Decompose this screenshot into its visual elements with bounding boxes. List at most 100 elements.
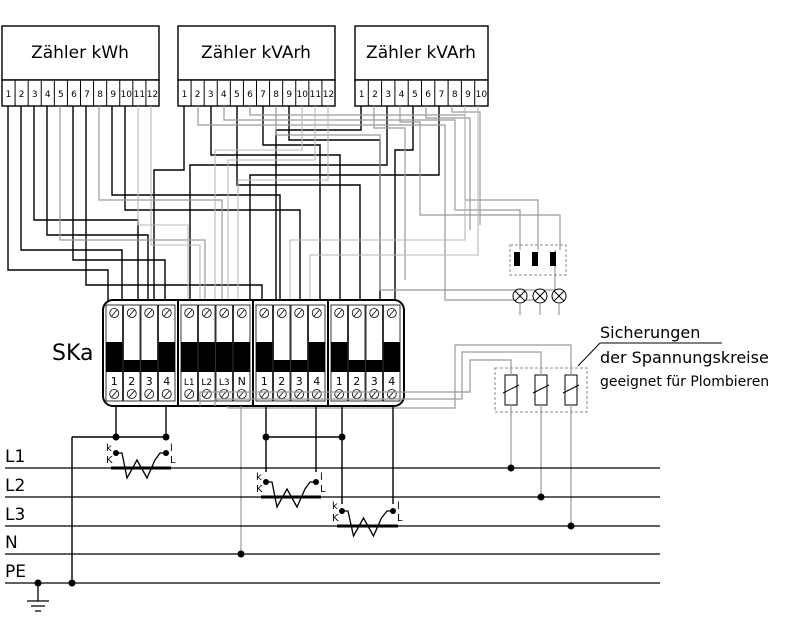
ct-l-bottom: L xyxy=(170,455,176,466)
meter-pin: 10 xyxy=(297,90,309,100)
meter-pin: 5 xyxy=(234,90,240,100)
ska-terminal-label: 4 xyxy=(313,375,320,388)
wiring-meters-to-ska xyxy=(7,106,561,302)
meter-pin: 12 xyxy=(147,90,158,100)
fuse-note-line2: der Spannungskreise xyxy=(600,348,769,367)
meter-pin: 11 xyxy=(310,90,321,100)
ska-terminal-label: 4 xyxy=(388,375,395,388)
bus-l3-label: L3 xyxy=(5,505,25,525)
meter-pin: 10 xyxy=(476,90,488,100)
ska-terminal-label: 2 xyxy=(278,375,285,388)
meter-pin: 6 xyxy=(247,90,253,100)
meter-pin: 7 xyxy=(439,90,445,100)
ct-k-bottom: K xyxy=(256,484,263,495)
meter-pin: 3 xyxy=(32,90,38,100)
ska-terminal-label: 1 xyxy=(261,375,268,388)
bus-l2-label: L2 xyxy=(5,476,25,496)
meter-pin: 6 xyxy=(71,90,77,100)
meter-pin: 4 xyxy=(45,90,51,100)
meter-pin: 9 xyxy=(110,90,116,100)
ska-terminal-label: 2 xyxy=(353,375,360,388)
ska-terminal xyxy=(273,304,291,402)
meter-pin: 2 xyxy=(195,90,201,100)
ska-terminal xyxy=(140,304,158,402)
bus-n-label: N xyxy=(5,533,18,553)
ct-k-top: k xyxy=(256,472,262,483)
meter-pin: 2 xyxy=(372,90,378,100)
ska-label: SKa xyxy=(52,341,94,366)
ska-terminal-label: 4 xyxy=(163,375,170,388)
meter-pin: 7 xyxy=(84,90,90,100)
meter-pin: 12 xyxy=(323,90,334,100)
ska-terminal-label: 1 xyxy=(111,375,118,388)
ct-k-bottom: K xyxy=(106,455,113,466)
ska-terminal-label: 3 xyxy=(146,375,153,388)
ct-k-bottom: K xyxy=(332,513,339,524)
ska-terminal-label: L1 xyxy=(184,378,195,388)
bus-pe-label: PE xyxy=(5,562,26,582)
meter-pin: 9 xyxy=(465,90,471,100)
lamp-switch-module xyxy=(509,244,567,315)
switch-icon xyxy=(514,252,556,266)
fuse-note-line3: geeignet für Plombieren xyxy=(600,374,769,390)
meter-kvarh-2-title: Zähler kVArh xyxy=(366,43,476,63)
meter-pin: 3 xyxy=(385,90,391,100)
ska-terminal xyxy=(123,304,141,402)
ground-icon xyxy=(27,579,49,612)
meter-pin: 8 xyxy=(97,90,103,100)
ct-l-bottom: L xyxy=(397,513,403,524)
ska-terminal xyxy=(348,304,366,402)
meter-pin: 1 xyxy=(182,90,188,100)
meter-pin: 10 xyxy=(121,90,133,100)
meter-pin: 1 xyxy=(359,90,365,100)
meter-pin: 5 xyxy=(58,90,64,100)
meter-pin: 1 xyxy=(6,90,12,100)
ska-terminal-label: 3 xyxy=(296,375,303,388)
indicator-lamp-icon xyxy=(512,288,567,304)
meter-pin: 9 xyxy=(286,90,292,100)
meter-pin: 11 xyxy=(134,90,145,100)
ct-l-top: l xyxy=(320,472,323,483)
ska-terminal-label: 1 xyxy=(336,375,343,388)
meter-pin: 8 xyxy=(273,90,279,100)
fuse-icon xyxy=(502,374,580,406)
busbars: L1 L2 L3 N PE xyxy=(5,433,660,612)
meter-kwh-title: Zähler kWh xyxy=(31,43,129,63)
ct-k-top: k xyxy=(106,443,112,454)
meter-pin: 4 xyxy=(399,90,405,100)
ska-terminal-label: 3 xyxy=(371,375,378,388)
meter-pin: 8 xyxy=(452,90,458,100)
meter-pin: 7 xyxy=(260,90,266,100)
ska-terminal-label: 2 xyxy=(128,375,135,388)
meter-pin: 4 xyxy=(221,90,227,100)
ska-terminal xyxy=(290,304,308,402)
ct-l-top: l xyxy=(397,501,400,512)
ska-terminal-label: L2 xyxy=(201,378,212,388)
ct-l-top: l xyxy=(170,443,173,454)
ska-terminal-label: N xyxy=(238,375,246,388)
meter-pin: 2 xyxy=(19,90,25,100)
fuse-module: Sicherungen der Spannungskreise geeignet… xyxy=(199,323,769,523)
meter-pin: 3 xyxy=(208,90,214,100)
ct-l-bottom: L xyxy=(320,484,326,495)
ska-terminal xyxy=(365,304,383,402)
meter-pin: 5 xyxy=(412,90,418,100)
meter-pin: 6 xyxy=(425,90,431,100)
fuse-note-line1: Sicherungen xyxy=(600,323,700,342)
meter-kvarh-1-title: Zähler kVArh xyxy=(201,43,311,63)
ska-terminal-label: L3 xyxy=(219,378,230,388)
ct-k-top: k xyxy=(332,501,338,512)
